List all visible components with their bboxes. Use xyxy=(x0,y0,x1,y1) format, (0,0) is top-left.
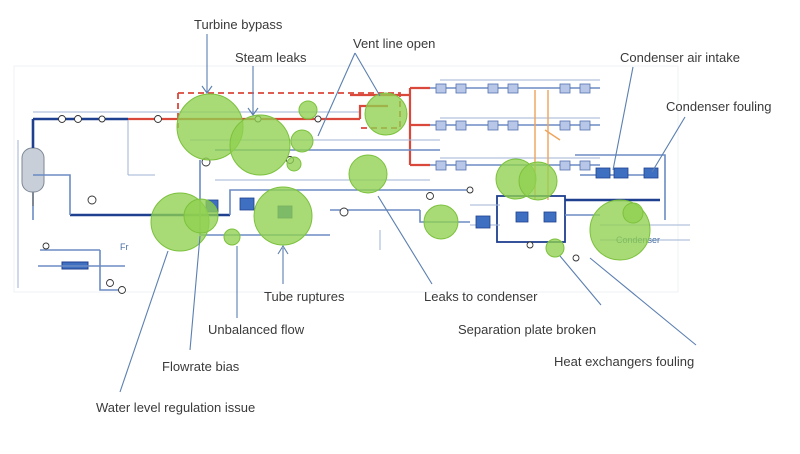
valve-icon xyxy=(154,115,162,123)
turbine-stage-icon xyxy=(455,160,467,171)
turbine-stage-icon xyxy=(559,83,571,94)
turbine-stage-icon xyxy=(579,120,591,131)
turbine-stage-icon xyxy=(435,120,447,131)
label-flowrate-bias: Flowrate bias xyxy=(162,359,240,374)
label-vent-line-open: Vent line open xyxy=(353,36,435,51)
gauge-icon xyxy=(42,242,50,250)
valve-icon xyxy=(74,115,82,123)
hotspot-steam-leak-small xyxy=(290,129,314,153)
label-leaks-to-condenser: Leaks to condenser xyxy=(424,289,538,304)
label-steam-leaks: Steam leaks xyxy=(235,50,307,65)
fault-labels: Turbine bypass Steam leaks Vent line ope… xyxy=(96,17,772,415)
callout-heat-exchangers xyxy=(589,257,697,346)
heat-exchanger-icon xyxy=(595,167,611,179)
hotspot-vent-line xyxy=(364,92,408,136)
turbine-stage-icon xyxy=(559,120,571,131)
gauge-icon xyxy=(426,192,434,200)
turbine-stage-icon xyxy=(487,83,499,94)
heat-exchanger-icon xyxy=(239,197,255,211)
callout-vent-line-2 xyxy=(354,52,381,97)
hotspot-condenser-fouling xyxy=(622,202,644,224)
turbine-stage-icon xyxy=(435,160,447,171)
callout-leaks-to-condenser xyxy=(377,195,433,285)
label-condenser-air-intake: Condenser air intake xyxy=(620,50,740,65)
callout-separation-plate xyxy=(559,255,602,306)
gauge-icon xyxy=(466,186,474,194)
gauge-icon xyxy=(106,279,114,287)
heat-exchanger-icon xyxy=(543,211,557,223)
turbine-stage-icon xyxy=(507,83,519,94)
label-unbalanced-flow: Unbalanced flow xyxy=(208,322,305,337)
hotspot-leaks-to-condenser xyxy=(348,154,388,194)
turbine-stage-icon xyxy=(435,83,447,94)
callout-condenser-air xyxy=(612,66,634,171)
turbine-stage-icon xyxy=(455,83,467,94)
hotspot-leaks-to-condenser-2 xyxy=(423,204,459,240)
heat-exchanger-icon xyxy=(613,167,629,179)
turbine-stage-icon xyxy=(487,120,499,131)
gauge-icon xyxy=(526,241,534,249)
label-separation-plate-broken: Separation plate broken xyxy=(458,322,596,337)
hotspot-steam-leak-tiny xyxy=(286,156,302,172)
turbine-stage-icon xyxy=(579,160,591,171)
label-heat-exchangers-fouling: Heat exchangers fouling xyxy=(554,354,694,369)
callout-water-level xyxy=(119,250,169,393)
label-condenser-fouling: Condenser fouling xyxy=(666,99,772,114)
label-tube-ruptures: Tube ruptures xyxy=(264,289,345,304)
gauge-icon xyxy=(87,195,97,205)
heat-exchanger-icon xyxy=(515,211,529,223)
hotspot-unbalanced-flow xyxy=(223,228,241,246)
turbine-stage-icon xyxy=(579,83,591,94)
steam-generator-icon xyxy=(21,147,45,193)
fr-label: Fr xyxy=(120,242,129,252)
valve-icon xyxy=(98,115,106,123)
turbine-stage-icon xyxy=(455,120,467,131)
hotspot-steam-leaks xyxy=(229,114,291,176)
gauge-icon xyxy=(118,286,126,294)
valve-icon xyxy=(58,115,66,123)
gauge-icon xyxy=(339,207,349,217)
label-water-level-regulation-issue: Water level regulation issue xyxy=(96,400,255,415)
hotspot-separation-plate xyxy=(545,238,565,258)
callout-flowrate-bias xyxy=(189,235,201,351)
fault-hotspots xyxy=(150,92,651,261)
turbine-stage-icon xyxy=(559,160,571,171)
hotspot-condenser-air-2 xyxy=(518,161,558,201)
diagram-panel xyxy=(13,65,679,293)
heat-exchanger-icon xyxy=(643,167,659,179)
hotspot-steam-leak-top xyxy=(298,100,318,120)
label-turbine-bypass: Turbine bypass xyxy=(194,17,283,32)
heat-exchanger-icon xyxy=(475,215,491,229)
turbine-stage-icon xyxy=(507,120,519,131)
callouts xyxy=(119,34,697,393)
callout-vent-line xyxy=(317,52,356,137)
hotspot-flowrate-bias xyxy=(183,198,219,234)
hotspot-tube-ruptures xyxy=(253,186,313,246)
valve-icon xyxy=(314,115,322,123)
callout-condenser-fouling xyxy=(651,116,686,173)
gauge-icon xyxy=(572,254,580,262)
